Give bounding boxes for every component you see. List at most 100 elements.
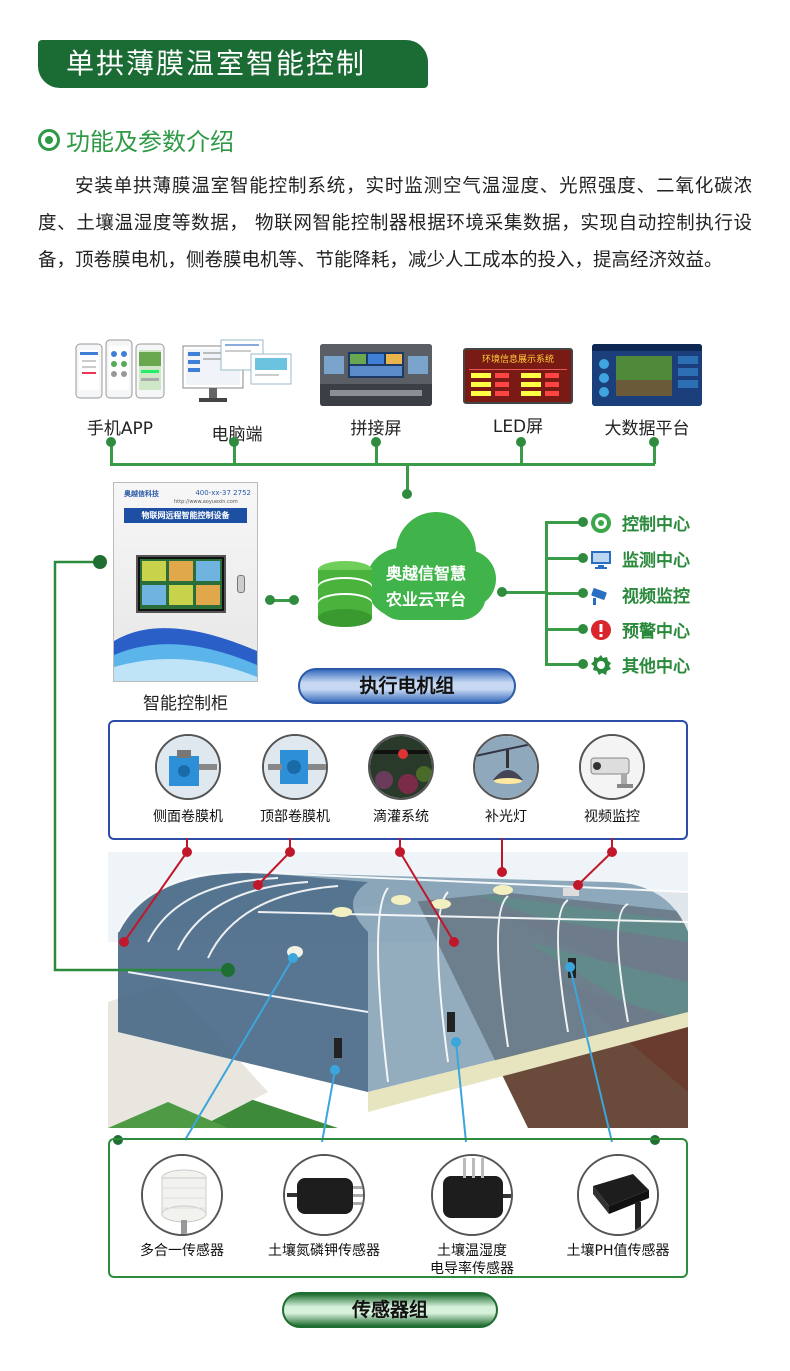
device-grow-light[interactable]: 补光灯 bbox=[458, 734, 554, 826]
phone-app-icon bbox=[74, 338, 166, 406]
terminal-computer[interactable]: 电脑端 bbox=[181, 338, 293, 445]
sensor-soil-temp-humidity[interactable]: 土壤温湿度电导率传感器 bbox=[410, 1154, 534, 1278]
connector-dot bbox=[371, 437, 381, 447]
led-screen-title: 环境信息展示系统 bbox=[481, 355, 554, 365]
terminal-phone-app[interactable]: 手机APP bbox=[74, 338, 166, 439]
actuator-group-title: 执行电机组 bbox=[298, 668, 516, 704]
connector-dot bbox=[265, 595, 275, 605]
connector-dot bbox=[229, 437, 239, 447]
connector bbox=[545, 592, 581, 595]
connector-dot bbox=[578, 553, 588, 563]
cabinet-website: http://www.aoyuexin.com bbox=[174, 499, 238, 505]
cabinet-lock-icon bbox=[237, 575, 245, 593]
device-label: 侧面卷膜机 bbox=[153, 809, 223, 825]
connector-dot bbox=[649, 437, 659, 447]
greenhouse-scene bbox=[108, 852, 688, 1128]
device-video-camera[interactable]: 视频监控 bbox=[564, 734, 660, 826]
cabinet-phone: 400-xx-37 2752 bbox=[195, 489, 251, 497]
connector-dot bbox=[106, 437, 116, 447]
database-icon bbox=[316, 560, 374, 634]
terminal-bigdata[interactable]: 大数据平台 bbox=[592, 344, 702, 439]
connector-dot bbox=[578, 517, 588, 527]
center-monitor[interactable]: 监测中心 bbox=[590, 546, 690, 571]
splice-screen-icon bbox=[320, 344, 432, 406]
sensor-label-line2: 电导率传感器 bbox=[430, 1261, 514, 1277]
soil-ph-sensor-icon bbox=[577, 1154, 659, 1236]
center-label: 监测中心 bbox=[622, 551, 690, 571]
device-label: 视频监控 bbox=[584, 809, 640, 825]
center-video[interactable]: 视频监控 bbox=[590, 582, 690, 607]
side-film-roller-icon bbox=[155, 734, 221, 800]
intro-paragraph: 安装单拱薄膜温室智能控制系统，实时监测空气温湿度、光照强度、二氧化碳浓度、土壤温… bbox=[38, 176, 752, 271]
led-screen-icon: 环境信息展示系统 bbox=[463, 348, 573, 404]
device-side-roller[interactable]: 侧面卷膜机 bbox=[140, 734, 236, 826]
computer-icon bbox=[181, 338, 293, 412]
video-camera-icon bbox=[579, 734, 645, 800]
sensor-npk[interactable]: 土壤氮磷钾传感器 bbox=[262, 1154, 386, 1260]
connector-dot bbox=[578, 588, 588, 598]
section-heading-text: 功能及参数介绍 bbox=[66, 128, 234, 156]
drip-irrigation-icon bbox=[368, 734, 434, 800]
connector bbox=[653, 440, 656, 464]
center-control[interactable]: 控制中心 bbox=[590, 510, 690, 535]
sensor-label: 土壤PH值传感器 bbox=[566, 1243, 670, 1259]
cabinet-touch-screen[interactable] bbox=[136, 555, 226, 613]
connector bbox=[375, 440, 378, 464]
connector bbox=[545, 521, 581, 524]
connector bbox=[500, 591, 546, 594]
sensor-label: 多合一传感器 bbox=[140, 1243, 224, 1259]
connector bbox=[268, 599, 296, 602]
connector-dot bbox=[578, 659, 588, 669]
connector-dot bbox=[578, 624, 588, 634]
device-label: 滴灌系统 bbox=[373, 809, 429, 825]
cloud-shape bbox=[376, 570, 486, 620]
sensor-group-title: 传感器组 bbox=[282, 1292, 498, 1328]
terminal-label: 电脑端 bbox=[211, 425, 263, 445]
control-cabinet[interactable]: 奥越信科技 400-xx-37 2752 http://www.aoyuexin… bbox=[113, 482, 258, 682]
center-other[interactable]: 其他中心 bbox=[590, 652, 690, 677]
sensor-label-line1: 土壤温湿度 bbox=[437, 1243, 507, 1259]
cabinet-header: 奥越信科技 400-xx-37 2752 bbox=[114, 483, 257, 499]
sensor-soil-ph[interactable]: 土壤PH值传感器 bbox=[556, 1154, 680, 1260]
connector-dot bbox=[497, 587, 507, 597]
cabinet-brand: 奥越信科技 bbox=[124, 490, 159, 498]
connector bbox=[233, 440, 236, 464]
terminal-label: 手机APP bbox=[86, 419, 154, 439]
actuator-group-box bbox=[108, 720, 688, 840]
gear-icon bbox=[590, 654, 612, 676]
grow-light-icon bbox=[473, 734, 539, 800]
connector-dot bbox=[402, 489, 412, 499]
connector bbox=[545, 663, 581, 666]
terminal-label: 拼接屏 bbox=[350, 419, 402, 439]
terminal-label: LED屏 bbox=[492, 417, 544, 437]
center-label: 视频监控 bbox=[622, 587, 690, 607]
cabinet-wave-decoration bbox=[114, 628, 257, 681]
device-top-roller[interactable]: 顶部卷膜机 bbox=[247, 734, 343, 826]
connector-dot bbox=[289, 595, 299, 605]
target-ring-icon bbox=[38, 128, 60, 151]
cloud-line1: 奥越信智慧 bbox=[385, 564, 466, 583]
device-drip-irrigation[interactable]: 滴灌系统 bbox=[353, 734, 449, 826]
connector-dot bbox=[516, 437, 526, 447]
terminal-label: 大数据平台 bbox=[604, 419, 690, 439]
center-label: 控制中心 bbox=[622, 515, 690, 535]
terminal-bus-line bbox=[110, 463, 655, 466]
center-label: 其他中心 bbox=[622, 657, 690, 677]
center-warning[interactable]: 预警中心 bbox=[590, 617, 690, 642]
connector bbox=[520, 440, 523, 464]
top-film-roller-icon bbox=[262, 734, 328, 800]
control-center-icon bbox=[590, 512, 612, 534]
warning-icon bbox=[590, 619, 612, 641]
terminal-led-screen[interactable]: 环境信息展示系统 LED屏 bbox=[463, 348, 573, 437]
monitor-center-icon bbox=[590, 548, 612, 570]
device-label: 顶部卷膜机 bbox=[260, 809, 330, 825]
terminal-splice-screen[interactable]: 拼接屏 bbox=[320, 344, 432, 439]
cabinet-title: 物联网远程智能控制设备 bbox=[124, 508, 247, 523]
device-label: 补光灯 bbox=[485, 809, 527, 825]
soil-npk-sensor-icon bbox=[283, 1154, 365, 1236]
sensor-multi[interactable]: 多合一传感器 bbox=[120, 1154, 244, 1260]
cloud-platform[interactable]: 奥越信智慧 农业云平台 bbox=[356, 508, 496, 628]
section-heading: 功能及参数介绍 bbox=[38, 122, 234, 157]
multi-sensor-icon bbox=[141, 1154, 223, 1236]
